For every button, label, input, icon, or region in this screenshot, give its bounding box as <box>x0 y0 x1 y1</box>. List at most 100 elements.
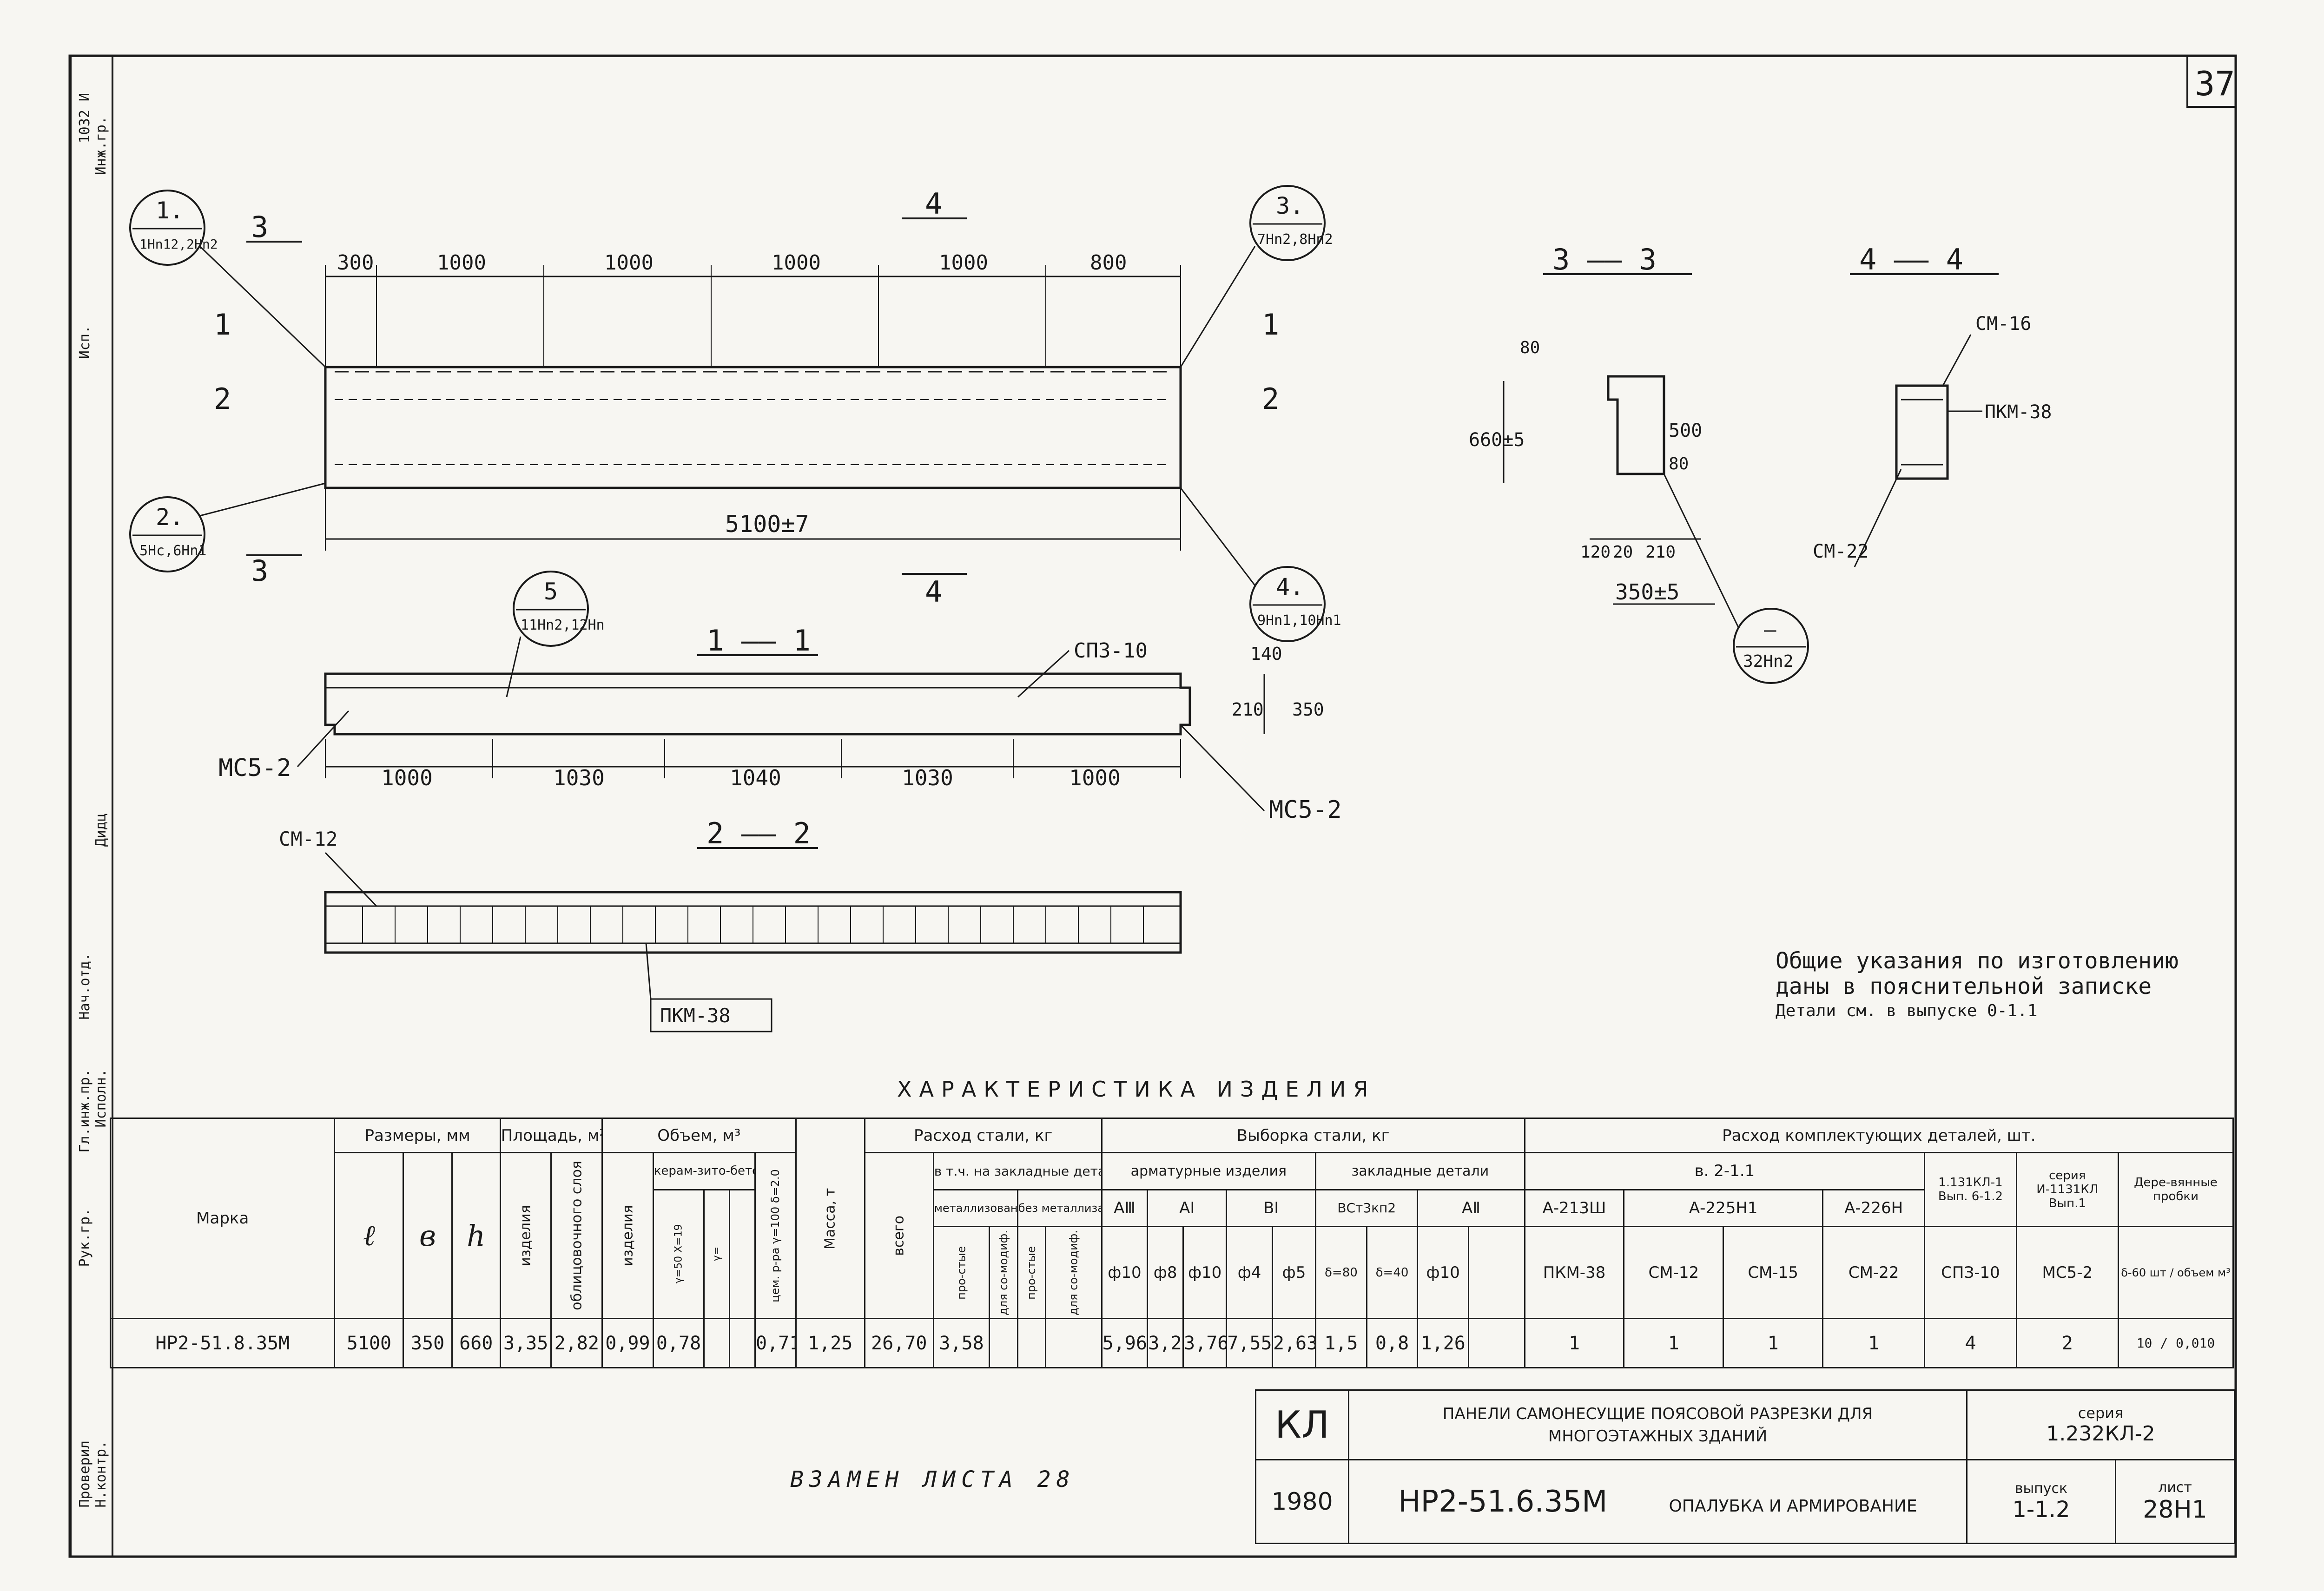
col-mark: Марка <box>109 1118 336 1319</box>
col-group-area: Площадь, м² <box>499 1117 603 1154</box>
col-met-simple: про-стые <box>933 1226 990 1319</box>
part-sm-12: СМ-12 <box>1623 1226 1724 1319</box>
top-dim-6: 800 <box>1090 251 1127 275</box>
bottom-dim-5: 1000 <box>1069 765 1121 790</box>
strip-text-1: 1032 И <box>77 93 93 144</box>
top-dim-2: 1000 <box>437 251 486 275</box>
label-ms5-2-right: МС5-2 <box>1269 796 1342 824</box>
section-3-3: 3 —— 3 660±5 80 500 80 120 20 210 350±5 … <box>1469 243 1809 684</box>
parts-series-3: серия И-1131КЛ Вып.1 <box>2015 1152 2119 1228</box>
row-vol1: 0,99 <box>601 1318 654 1368</box>
drawing-title: НР2-51.6.35М ОПАЛУБКА И АРМИРОВАНИЕ <box>1348 1459 1967 1544</box>
strip-text-2: Исп. <box>77 325 93 359</box>
bottom-dim-4: 1030 <box>902 765 953 790</box>
bottom-dim-3: 1040 <box>730 765 781 790</box>
row-wood: 10 / 0,010 <box>2117 1318 2234 1368</box>
class-b1: ВⅠ <box>1226 1189 1317 1228</box>
cut-mark-4-top: 4 <box>925 187 942 221</box>
issue-cell: выпуск 1-1.2 <box>1966 1459 2116 1544</box>
callout-5: 5 11Hn2,12Hn <box>506 571 605 697</box>
height-500: 500 <box>1669 420 1702 441</box>
parts-series-2: 1.131КЛ-1 Вып. 6-1.2 <box>1924 1152 2017 1228</box>
strip-text-8: Рук.гр. <box>77 1208 93 1267</box>
row-d4: 7,55 <box>1226 1318 1273 1368</box>
cut-title-4-4: 4 —— 4 <box>1859 243 1963 276</box>
row-p3: 1 <box>1723 1318 1824 1368</box>
label-pkm-38-bottom: ПКМ-38 <box>660 1004 731 1027</box>
label-sm-22: СМ-22 <box>1813 541 1868 562</box>
dim-80-bottom: 80 <box>1669 454 1689 473</box>
callout-32: — 32Hn2 <box>1663 473 1809 684</box>
label-sm-16: СМ-16 <box>1975 313 2031 335</box>
dim-20: 20 <box>1613 543 1633 562</box>
org-code: КЛ <box>1255 1389 1349 1460</box>
row-mark: НР2-51.8.35М <box>109 1318 336 1368</box>
note-line-2: даны в пояснительной записке <box>1776 973 2152 999</box>
callout-2: 2. 5Hc,6Hn1 <box>129 482 326 572</box>
col-arm-header: арматурные изделия <box>1101 1152 1317 1190</box>
elevation-view: 300 1000 1000 1000 1000 800 5100±7 3 3 4… <box>129 185 1341 642</box>
table-row: НР2-51.8.35М 5100 350 660 3,35 2,82 0,99… <box>109 1318 2234 1368</box>
cut-mark-2-left: 2 <box>214 382 231 416</box>
dim-210: 210 <box>1645 543 1676 562</box>
characteristics-table: Марка Размеры, мм Площадь, м² Объем, м³ … <box>109 1117 2234 1368</box>
diam-8: ф10 <box>1417 1226 1469 1319</box>
top-dim-1: 300 <box>337 251 374 275</box>
col-met-modif: для со-модиф. <box>989 1226 1018 1319</box>
parts-ref-3: А-226Н <box>1822 1189 1926 1228</box>
dim-80-top: 80 <box>1520 338 1540 357</box>
cut-title-2-2: 2 —— 2 <box>706 816 811 850</box>
col-vol-g: γ= <box>704 1190 730 1319</box>
bottom-dim-1: 1000 <box>381 765 433 790</box>
section-4-profile <box>1895 384 1949 480</box>
section-4-4: 4 —— 4 СМ-16 ПКМ-38 СМ-22 <box>1813 243 2052 567</box>
col-nonmet-simple: про-стые <box>1017 1226 1046 1319</box>
cut-mark-1-left: 1 <box>214 308 231 342</box>
svg-text:5Hc,6Hn1: 5Hc,6Hn1 <box>139 543 207 559</box>
class-a2: АⅡ <box>1417 1189 1525 1228</box>
strip-text-7: Исполн. <box>93 1069 109 1128</box>
title-block: КЛ ПАНЕЛИ САМОНЕСУЩИЕ ПОЯСОВОЙ РАЗРЕЗКИ … <box>1255 1389 2236 1544</box>
sheet-number-box <box>2186 55 2237 108</box>
reinforcement-cage <box>324 891 1182 954</box>
row-steel-emb: 3,58 <box>932 1318 990 1368</box>
row-vol4: 0,71 <box>754 1318 797 1368</box>
callout-4: 4. 9Hn1,10Hn1 <box>1180 487 1341 642</box>
cut-mark-2-right: 2 <box>1262 382 1279 416</box>
strip-text-6: Гл.инж.пр. <box>77 1069 93 1153</box>
label-sm-12: СМ-12 <box>279 828 337 850</box>
dim-120: 120 <box>1580 543 1611 562</box>
row-steel-total: 26,70 <box>864 1318 934 1368</box>
svg-text:5: 5 <box>544 578 558 605</box>
title-line-1: ПАНЕЛИ САМОНЕСУЩИЕ ПОЯСОВОЙ РАЗРЕЗКИ ДЛЯ <box>1442 1404 1873 1423</box>
issue-value: 1-1.2 <box>2012 1497 2070 1523</box>
label-ms5-2-left: МС5-2 <box>218 754 291 782</box>
row-d1: 5,96 <box>1101 1318 1149 1368</box>
callout-1: 1. 1Hn12,2Hn2 <box>129 190 326 368</box>
height-660: 660±5 <box>1469 429 1525 451</box>
part-wood: δ-60 шт / объем м³ <box>2117 1226 2234 1319</box>
row-p5: 4 <box>1924 1318 2017 1368</box>
diam-2: ф8 <box>1147 1226 1184 1319</box>
section-2-2: 2 —— 2 СМ-12 ПКМ-38 <box>279 816 1182 1032</box>
col-mass: Масса, т <box>796 1118 865 1319</box>
col-group-steel-selection: Выборка стали, кг <box>1101 1117 1525 1154</box>
diam-3: ф10 <box>1182 1226 1228 1319</box>
row-d2: 3,22 <box>1147 1318 1184 1368</box>
strip-text-9: Проверил <box>77 1440 93 1508</box>
class-a1: АⅠ <box>1147 1189 1228 1228</box>
approval-strip <box>70 56 113 1557</box>
col-b: в <box>403 1152 453 1319</box>
sheet-number: 37 <box>2195 64 2235 103</box>
col-emb-header: закладные детали <box>1315 1152 1525 1190</box>
svg-text:11Hn2,12Hn: 11Hn2,12Hn <box>521 617 605 633</box>
label-spz-10: СПЗ-10 <box>1074 639 1148 663</box>
row-e1: 1,5 <box>1315 1318 1367 1368</box>
row-p6: 2 <box>2015 1318 2119 1368</box>
drawing-subtitle: ОПАЛУБКА И АРМИРОВАНИЕ <box>1669 1496 1917 1516</box>
cut-title-3-3: 3 —— 3 <box>1552 243 1657 276</box>
row-d3: 3,76 <box>1182 1318 1228 1368</box>
top-dim-5: 1000 <box>939 251 988 275</box>
col-group-steel: Расход стали, кг <box>864 1117 1103 1154</box>
row-d5: 2,63 <box>1271 1318 1317 1368</box>
